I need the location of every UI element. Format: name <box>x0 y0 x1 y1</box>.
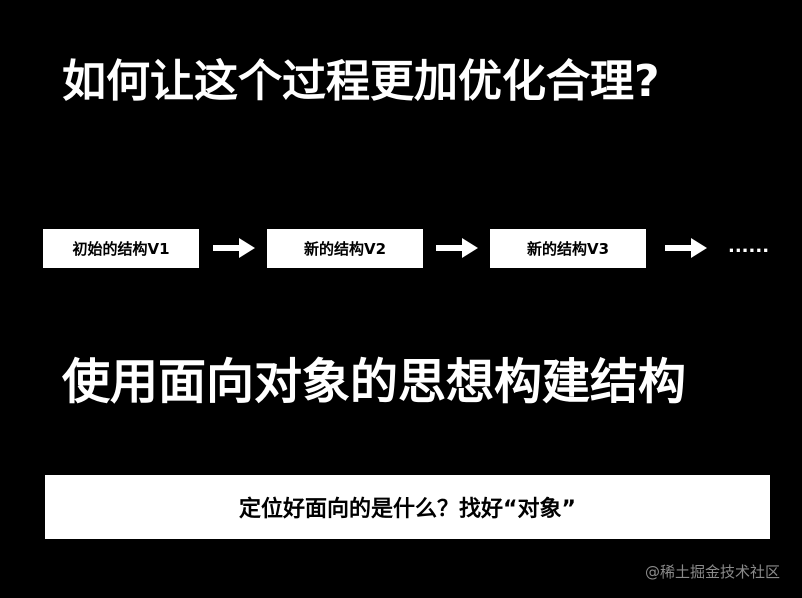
question-banner: 定位好面向的是什么？找好“对象” <box>45 475 770 539</box>
arrow-right-icon <box>436 238 478 258</box>
flow-box-v2: 新的结构V2 <box>267 229 423 268</box>
flow-box-v3: 新的结构V3 <box>490 229 646 268</box>
subtitle: 使用面向对象的思想构建结构 <box>62 354 687 410</box>
flow-box-v1: 初始的结构V1 <box>43 229 199 268</box>
arrow-right-icon <box>665 238 707 258</box>
page-title: 如何让这个过程更加优化合理? <box>62 56 660 107</box>
flow-ellipsis: ...... <box>728 236 770 257</box>
arrow-right-icon <box>213 238 255 258</box>
watermark: @稀土掘金技术社区 <box>644 563 780 581</box>
